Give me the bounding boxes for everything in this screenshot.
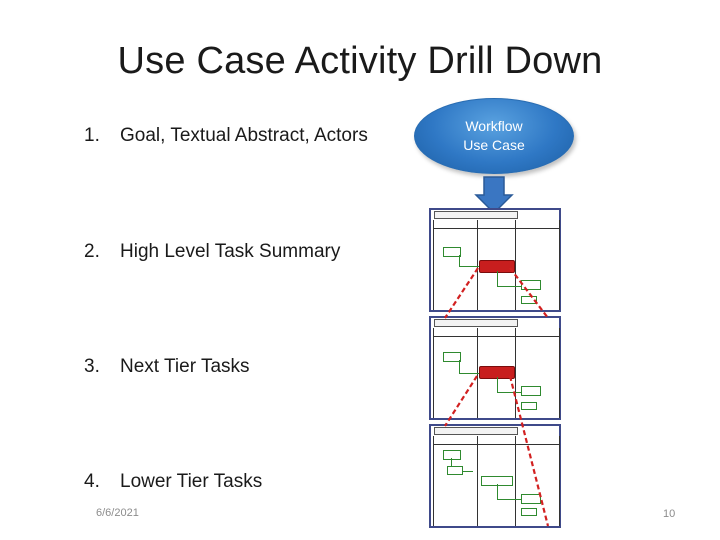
swimlane-divider	[477, 220, 478, 310]
list-number: 1.	[84, 125, 100, 146]
diagram-header	[434, 211, 518, 219]
diagram-header	[434, 319, 518, 327]
list-item-next-tier: 3. Next Tier Tasks	[84, 356, 250, 378]
swimlane-divider	[433, 220, 434, 310]
ellipse-label-line1: Workflow	[465, 118, 523, 134]
list-item-high-level: 2. High Level Task Summary	[84, 241, 340, 263]
task-box	[521, 296, 537, 304]
swimlane-divider	[433, 328, 434, 418]
drill-line	[509, 267, 549, 319]
task-box	[521, 386, 541, 396]
connector-line	[459, 266, 479, 267]
footer-date: 6/6/2021	[96, 507, 139, 519]
task-box	[443, 352, 461, 362]
connector-line	[497, 286, 523, 287]
list-text: Next Tier Tasks	[120, 356, 250, 377]
connector-line	[451, 458, 452, 472]
page-number: 10	[663, 508, 676, 520]
list-text: High Level Task Summary	[120, 241, 341, 262]
list-number: 2.	[84, 241, 100, 262]
drill-line	[444, 267, 479, 319]
list-text: Lower Tier Tasks	[120, 471, 263, 492]
connector-line	[497, 392, 523, 393]
drill-line	[508, 375, 550, 527]
swimlane-divider	[515, 436, 516, 526]
swimlane-divider	[515, 328, 516, 418]
workflow-use-case-ellipse: Workflow Use Case	[414, 98, 574, 174]
task-box	[521, 402, 537, 410]
task-box	[447, 466, 463, 475]
swimlane-divider	[559, 220, 560, 310]
connector-line	[459, 255, 460, 267]
connector-line	[497, 499, 523, 500]
swimlane-header	[433, 328, 559, 337]
task-box	[443, 247, 461, 257]
activity-diagram-panel	[429, 208, 561, 312]
task-box	[443, 450, 461, 460]
connector-line	[497, 377, 498, 393]
task-box	[521, 494, 541, 504]
list-text: Goal, Textual Abstract, Actors	[120, 125, 368, 146]
list-number: 4.	[84, 471, 100, 492]
list-item-goal: 1. Goal, Textual Abstract, Actors	[84, 125, 368, 147]
drill-line	[444, 375, 478, 427]
activity-diagram-panel	[429, 316, 561, 420]
connector-line	[459, 360, 460, 374]
slide-title: Use Case Activity Drill Down	[117, 40, 603, 82]
swimlane-divider	[559, 328, 560, 418]
list-item-lower-tier: 4. Lower Tier Tasks	[84, 471, 262, 493]
activity-diagram-stack	[429, 208, 561, 530]
down-arrow-icon	[474, 176, 514, 215]
list-number: 3.	[84, 356, 100, 377]
connector-line	[497, 484, 498, 500]
connector-line	[497, 271, 498, 287]
task-box	[521, 508, 537, 516]
swimlane-divider	[433, 436, 434, 526]
activity-diagram-panel	[429, 424, 561, 528]
swimlane-divider	[477, 436, 478, 526]
diagram-header	[434, 427, 518, 435]
swimlane-divider	[559, 436, 560, 526]
task-box	[521, 280, 541, 290]
swimlane-header	[433, 220, 559, 229]
ellipse-label-line2: Use Case	[463, 137, 525, 153]
connector-line	[459, 373, 479, 374]
swimlane-divider	[515, 220, 516, 310]
swimlane-header	[433, 436, 559, 445]
